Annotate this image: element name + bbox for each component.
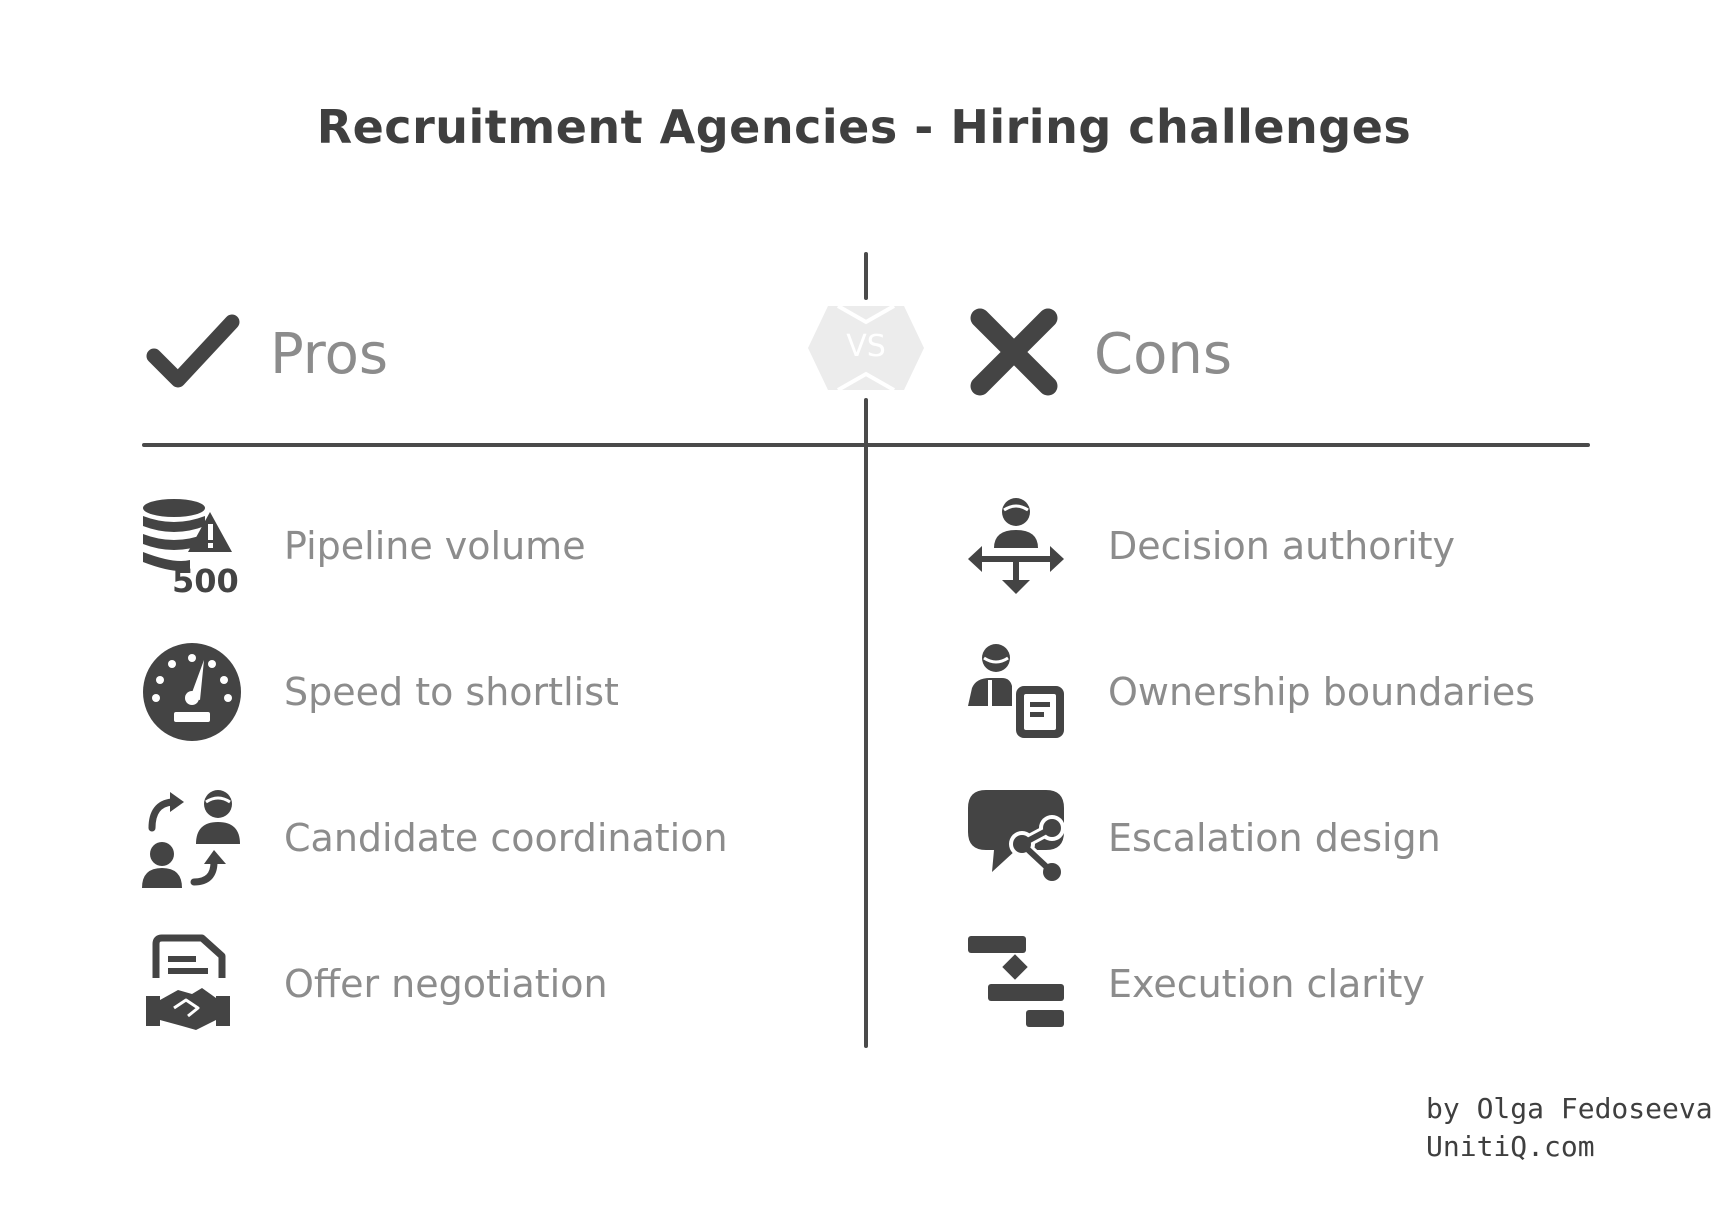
cross-icon: [970, 308, 1058, 396]
cons-item-label: Decision authority: [1108, 524, 1456, 568]
center-divider-top: [864, 252, 868, 300]
pros-heading: Pros: [270, 322, 389, 387]
author-name: by Olga Fedoseeva: [1426, 1092, 1713, 1125]
svg-text:500: 500: [172, 562, 239, 596]
pros-item-label: Pipeline volume: [284, 524, 586, 568]
person-arrows-icon: [968, 498, 1064, 594]
pros-item-speed-to-shortlist: Speed to shortlist: [142, 642, 619, 742]
page-title: Recruitment Agencies - Hiring challenges: [316, 100, 1412, 154]
chat-share-icon: [968, 790, 1065, 885]
person-document-icon: [968, 644, 1064, 738]
cons-item-execution-clarity: Execution clarity: [966, 934, 1425, 1034]
vs-badge: [808, 306, 924, 390]
pros-item-label: Offer negotiation: [284, 962, 608, 1006]
cons-item-decision-authority: Decision authority: [966, 496, 1455, 596]
cons-item-ownership-boundaries: Ownership boundaries: [966, 642, 1535, 742]
author-site: UnitiQ.com: [1426, 1130, 1595, 1163]
people-exchange-icon: [142, 790, 240, 888]
pros-item-offer-negotiation: Offer negotiation: [142, 934, 608, 1034]
pros-item-label: Speed to shortlist: [284, 670, 619, 714]
speedometer-icon: [143, 643, 241, 741]
cons-item-label: Ownership boundaries: [1108, 670, 1536, 714]
gantt-chart-icon: [968, 936, 1064, 1027]
cons-item-label: Execution clarity: [1108, 962, 1425, 1006]
contract-handshake-icon: [146, 934, 230, 1030]
vs-label: VS: [846, 329, 886, 364]
cons-item-escalation-design: Escalation design: [966, 788, 1441, 888]
cons-heading: Cons: [1094, 322, 1233, 387]
database-warning-500-icon: 500: [143, 499, 239, 596]
header-divider: [142, 443, 1590, 447]
pros-item-candidate-coordination: Candidate coordination: [142, 788, 728, 888]
pros-item-pipeline-volume: 500 Pipeline volume: [142, 496, 586, 596]
center-divider-bottom: [864, 398, 868, 1048]
pros-item-label: Candidate coordination: [284, 816, 728, 860]
checkmark-icon: [146, 314, 240, 388]
cons-item-label: Escalation design: [1108, 816, 1441, 860]
author-credit: by Olga Fedoseeva UnitiQ.com: [1426, 1090, 1713, 1166]
